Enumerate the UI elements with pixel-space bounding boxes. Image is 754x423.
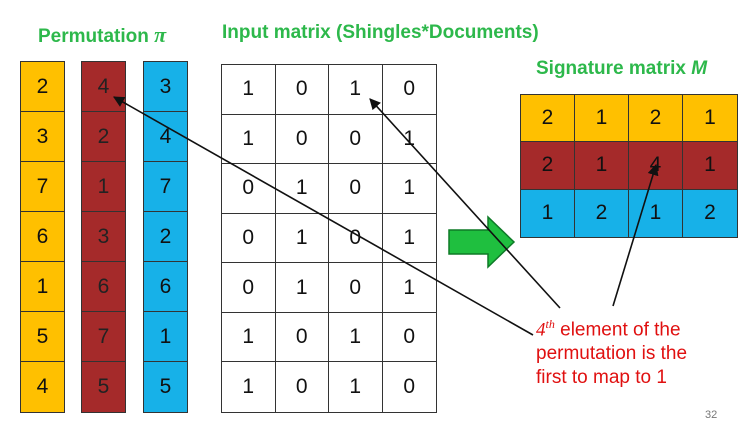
annotation-text: 4th element of the permutation is the fi… — [536, 312, 736, 390]
matrix-cell: 1 — [382, 115, 436, 165]
perm-cell: 7 — [21, 162, 64, 212]
permutation-title: Permutation π — [38, 22, 166, 48]
matrix-cell: 1 — [329, 312, 383, 363]
page-number: 32 — [705, 409, 718, 421]
annotation-line-3: first to map to 1 — [536, 367, 667, 389]
signature-cell: 1 — [575, 95, 629, 143]
perm-cell: 5 — [159, 375, 172, 398]
perm-cell: 3 — [21, 112, 64, 162]
matrix-cell: 1 — [382, 214, 436, 264]
perm-cell: 4 — [36, 375, 49, 398]
signature-cell: 4 — [629, 142, 683, 190]
matrix-cell: 1 — [222, 65, 276, 115]
matrix-cell: 1 — [275, 164, 329, 214]
matrix-cell: 1 — [329, 362, 383, 412]
annotation-superscript: th — [545, 317, 555, 331]
perm-cell: 5 — [97, 375, 110, 398]
perm-cell: 3 — [144, 62, 187, 112]
matrix-cell: 0 — [382, 313, 436, 363]
matrix-cell: 0 — [275, 312, 329, 363]
signature-cell: 1 — [521, 189, 575, 237]
annotation-ordinal: 4 — [536, 319, 546, 341]
signature-matrix: 2 1 2 1 2 1 4 1 1 2 1 2 — [520, 94, 738, 238]
matrix-cell: 0 — [329, 114, 383, 165]
matrix-cell: 1 — [222, 312, 276, 363]
matrix-cell: 1 — [222, 362, 276, 412]
perm-cell: 5 — [21, 312, 64, 362]
matrix-cell: 1 — [382, 263, 436, 313]
signature-cell: 2 — [521, 142, 575, 190]
perm-cell: 6 — [21, 212, 64, 262]
perm-cell: 2 — [144, 212, 187, 262]
signature-matrix-title: Signature matrix M — [536, 58, 707, 80]
perm-cell: 6 — [82, 262, 125, 312]
matrix-cell: 0 — [275, 65, 329, 115]
perm-cell: 1 — [144, 312, 187, 362]
input-matrix-title: Input matrix (Shingles*Documents) — [222, 22, 539, 43]
matrix-cell: 1 — [382, 164, 436, 214]
signature-cell: 1 — [629, 189, 683, 237]
matrix-cell: 0 — [276, 362, 329, 412]
matrix-cell: 1 — [275, 263, 329, 313]
permutation-column-3: 3 4 7 2 6 1 5 — [143, 61, 188, 413]
matrix-cell: 0 — [403, 375, 416, 399]
annotation-line-1-rest: element of the — [554, 319, 681, 341]
perm-cell: 1 — [82, 162, 125, 212]
perm-cell: 2 — [82, 112, 125, 162]
signature-title-text: Signature matrix — [536, 58, 686, 79]
perm-cell: 4 — [82, 62, 125, 112]
matrix-cell: 0 — [275, 114, 329, 165]
matrix-cell: 1 — [222, 114, 276, 165]
matrix-cell: 0 — [222, 213, 276, 264]
matrix-cell: 1 — [329, 65, 383, 115]
signature-cell: 2 — [521, 95, 575, 143]
signature-cell: 2 — [683, 189, 737, 237]
matrix-cell: 0 — [222, 263, 276, 313]
perm-cell: 1 — [21, 262, 64, 312]
matrix-cell: 0 — [329, 213, 383, 264]
pi-symbol: π — [154, 22, 167, 47]
signature-cell: 1 — [575, 142, 629, 190]
matrix-cell: 0 — [382, 65, 436, 115]
m-symbol: M — [691, 58, 708, 79]
perm-cell: 3 — [82, 212, 125, 262]
permutation-column-2: 4 2 1 3 6 7 5 — [81, 61, 126, 413]
matrix-cell: 1 — [275, 213, 329, 264]
input-matrix: 1 0 1 0 1 0 0 1 0 1 0 1 0 1 0 1 0 1 0 1 … — [221, 64, 437, 413]
signature-cell: 1 — [683, 142, 737, 190]
matrix-cell: 0 — [222, 164, 276, 214]
signature-cell: 2 — [575, 189, 629, 237]
permutation-title-text: Permutation — [38, 26, 149, 47]
permutation-column-1: 2 3 7 6 1 5 4 — [20, 61, 65, 413]
perm-cell: 4 — [144, 112, 187, 162]
perm-cell: 2 — [21, 62, 64, 112]
perm-cell: 6 — [144, 262, 187, 312]
green-block-arrow — [448, 215, 516, 269]
matrix-cell: 0 — [329, 164, 383, 214]
annotation-line-2: permutation is the — [536, 343, 688, 365]
signature-cell: 2 — [629, 95, 683, 143]
matrix-cell: 0 — [329, 263, 383, 313]
perm-cell: 7 — [144, 162, 187, 212]
perm-cell: 7 — [82, 312, 125, 362]
signature-cell: 1 — [683, 95, 737, 143]
annotation-line-1: 4th element of the — [536, 312, 736, 342]
